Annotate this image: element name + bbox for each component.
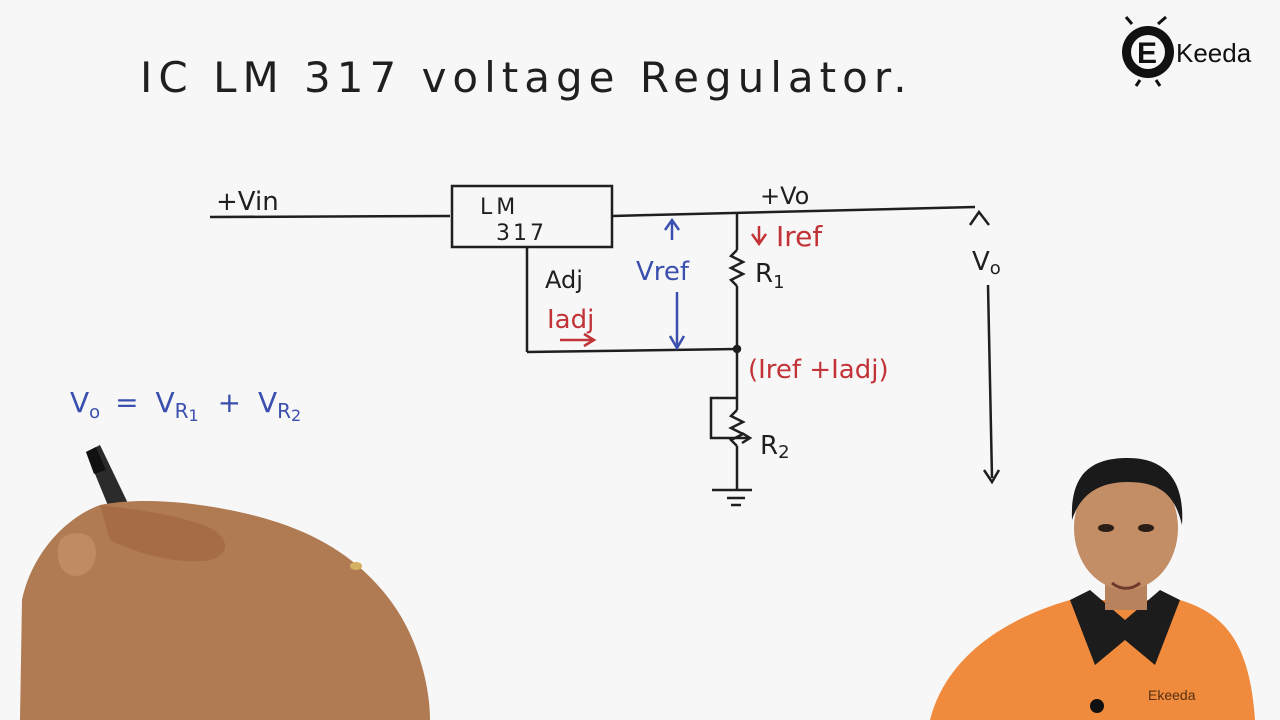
current-arrows	[560, 226, 768, 348]
equation-term2: V	[258, 386, 277, 419]
ic-label-line1: LM	[480, 195, 519, 220]
logo-text: Keeda	[1176, 38, 1252, 68]
vref-arrows	[663, 217, 686, 351]
adj-label: Adj	[545, 266, 583, 294]
shirt-logo-text: Ekeeda	[1148, 687, 1196, 703]
iref-label: Iref	[776, 220, 823, 253]
title: IC LM 317 voltage Regulator.	[140, 53, 913, 102]
presenter: Ekeeda	[930, 458, 1255, 720]
r1-label: R1	[755, 259, 785, 293]
equation: Vo = VR1 + VR2	[70, 386, 301, 428]
vin-wire	[209, 214, 451, 219]
logo-letter: E	[1137, 37, 1157, 70]
r2-label: R2	[760, 431, 790, 463]
lm317-circuit	[209, 184, 1001, 507]
ground-icon	[712, 488, 752, 507]
ic-label-line2: 317	[496, 221, 547, 246]
vo-node-label: +Vo	[760, 182, 809, 210]
r2-resistor	[728, 409, 746, 447]
ekeeda-logo: E Keeda	[1122, 15, 1252, 87]
equation-lhs: V	[70, 386, 89, 419]
vo-label: Vo	[972, 247, 1001, 279]
vo-arrow	[986, 284, 994, 479]
sum-current-label: (Iref +Iadj)	[748, 355, 889, 385]
r1-resistor	[728, 249, 746, 287]
lapel-mic-icon	[1090, 699, 1104, 713]
adj-bottom-wire	[526, 347, 738, 354]
iadj-label: Iadj	[547, 305, 594, 335]
hand-with-marker	[20, 445, 430, 720]
vo-wire	[611, 205, 976, 218]
equation-term1: V	[155, 386, 174, 419]
vref-label: Vref	[636, 257, 690, 287]
r2-wiper	[709, 396, 750, 440]
lm317-box	[450, 184, 614, 249]
vin-label: +Vin	[216, 187, 279, 217]
